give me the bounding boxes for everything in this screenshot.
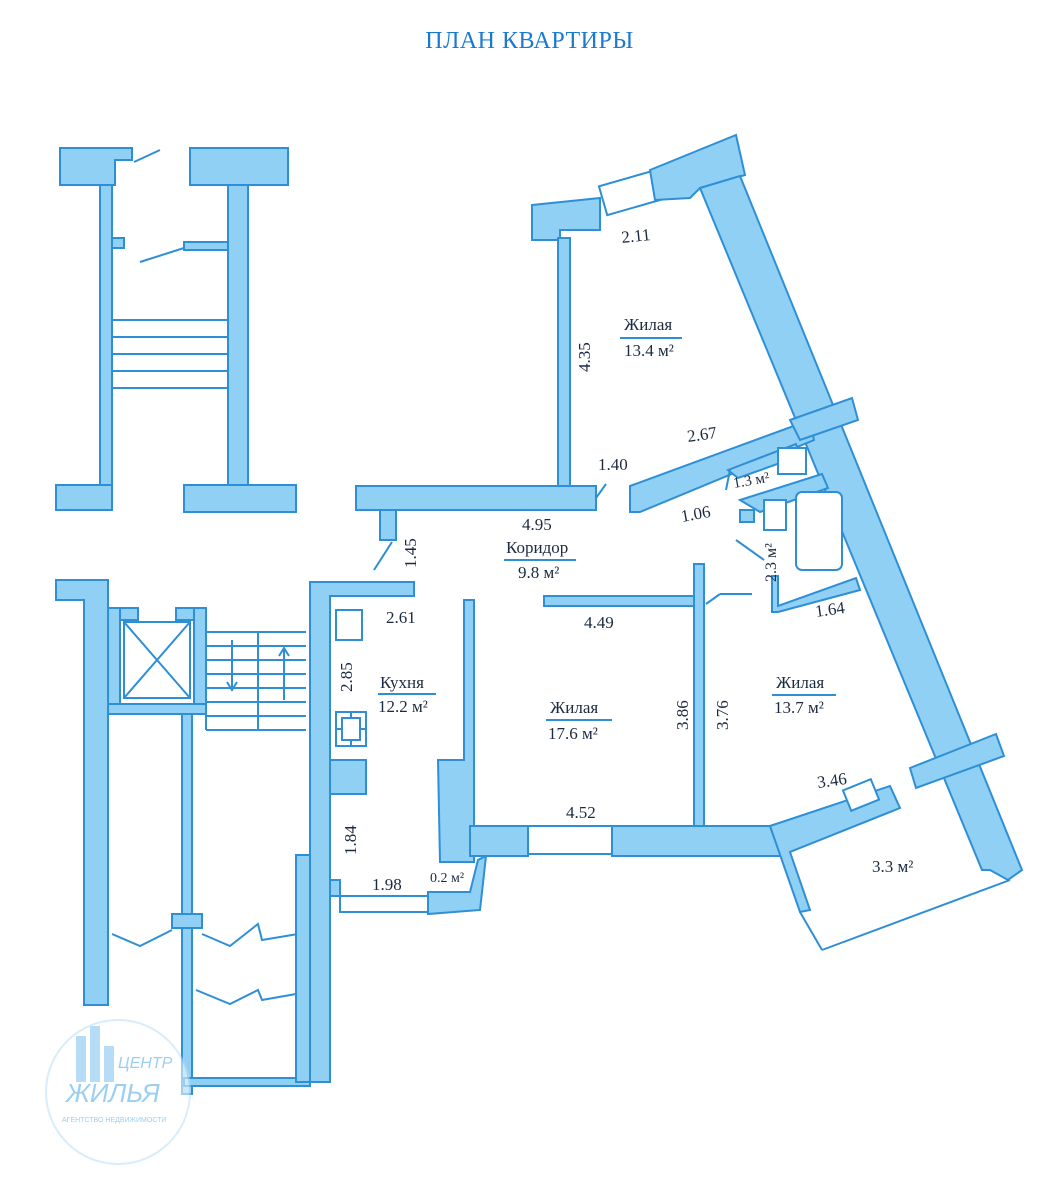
dim-4-95: 4.95 (522, 515, 552, 534)
dim-1-84: 1.84 (341, 825, 360, 855)
dim-4-52: 4.52 (566, 803, 596, 822)
apartment-walls (309, 133, 1024, 1083)
page-title: ПЛАН КВАРТИРЫ (425, 28, 634, 54)
dim-2-11: 2.11 (620, 225, 651, 247)
dim-1-64: 1.64 (814, 598, 847, 621)
room-living-right-area: 13.7 м² (774, 698, 824, 717)
dim-3-86: 3.86 (673, 700, 692, 730)
dim-4-49: 4.49 (584, 613, 614, 632)
upper-stair-block (55, 147, 297, 513)
room-kitchen-name: Кухня (380, 673, 424, 692)
room-living-top-name: Жилая (624, 315, 672, 334)
agency-logo: ЦЕНТР ЖИЛЬЯ АГЕНТСТВО НЕДВИЖИМОСТИ (45, 1019, 191, 1165)
room-living-right-name: Жилая (776, 673, 824, 692)
room-living-mid-area: 17.6 м² (548, 724, 598, 743)
dim-3-76: 3.76 (713, 700, 732, 730)
room-balcony-area: 3.3 м² (872, 857, 913, 876)
room-corridor-area: 9.8 м² (518, 563, 559, 582)
room-living-top-area: 13.4 м² (624, 341, 674, 360)
logo-line2: ЖИЛЬЯ (64, 1078, 160, 1108)
room-bath-area: 2.3 м² (763, 543, 780, 582)
room-living-mid-name: Жилая (550, 698, 598, 717)
room-closet-area: 0.2 м² (430, 871, 464, 886)
room-toilet-area: 1.3 м² (732, 470, 771, 492)
lower-stair-block (55, 579, 311, 1095)
dim-1-06: 1.06 (679, 502, 712, 526)
dimension-labels: 2.11 4.35 2.67 1.40 1.06 4.95 1.45 2.61 … (337, 225, 848, 894)
dim-1-45: 1.45 (401, 538, 420, 568)
dim-2-61: 2.61 (386, 608, 416, 627)
dim-4-35: 4.35 (575, 342, 594, 372)
dim-2-85: 2.85 (337, 662, 356, 692)
dim-3-46: 3.46 (816, 769, 848, 792)
room-labels: Жилая 13.4 м² Коридор 9.8 м² Кухня 12.2 … (378, 315, 913, 886)
logo-line3: АГЕНТСТВО НЕДВИЖИМОСТИ (62, 1117, 166, 1124)
dim-1-98: 1.98 (372, 875, 402, 894)
dim-2-67: 2.67 (686, 423, 719, 446)
dim-1-40: 1.40 (598, 455, 628, 474)
room-corridor-name: Коридор (506, 538, 568, 557)
room-kitchen-area: 12.2 м² (378, 697, 428, 716)
logo-line1: ЦЕНТР (118, 1055, 173, 1072)
